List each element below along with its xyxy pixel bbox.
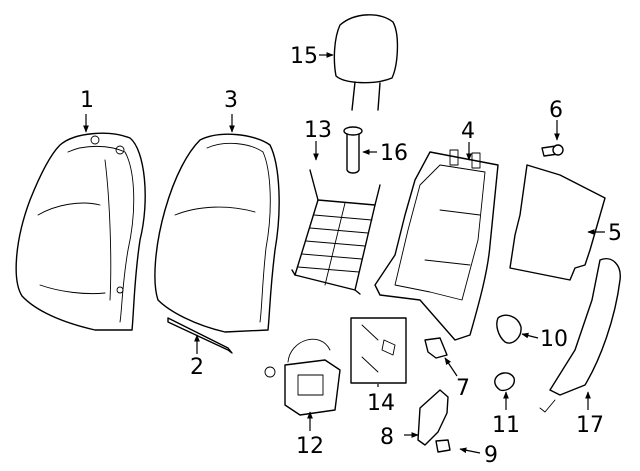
callout-12: 12 — [296, 434, 324, 459]
part-bolt-9[interactable] — [435, 439, 451, 453]
callout-labels: 1 2 3 4 5 6 7 8 9 10 11 12 13 14 15 16 1… — [80, 44, 622, 468]
part-side-trim[interactable] — [539, 258, 621, 413]
part-headrest[interactable] — [333, 14, 399, 111]
part-back-board[interactable] — [509, 164, 606, 281]
part-lumbar-support[interactable] — [291, 169, 381, 295]
callout-13: 13 — [304, 118, 332, 143]
callout-11: 11 — [492, 413, 520, 438]
part-seat-back-cover[interactable] — [15, 132, 146, 331]
part-back-panel[interactable] — [154, 133, 280, 333]
callout-5: 5 — [608, 221, 622, 246]
leader-lines — [83, 52, 605, 454]
callout-8: 8 — [380, 425, 394, 450]
part-bolt-6[interactable] — [541, 144, 564, 157]
callout-16: 16 — [380, 141, 408, 166]
part-seat-back-frame[interactable] — [374, 149, 499, 341]
callout-4: 4 — [461, 119, 475, 144]
part-side-cover-8[interactable] — [417, 389, 449, 446]
part-wire-rod[interactable] — [167, 317, 233, 354]
part-headrest-guide[interactable] — [343, 126, 363, 174]
part-spring-kit[interactable] — [350, 317, 407, 384]
part-adjuster-motor[interactable] — [264, 338, 341, 416]
part-clip-11[interactable] — [494, 372, 515, 392]
callout-6: 6 — [549, 98, 563, 123]
callout-10: 10 — [540, 327, 568, 352]
callout-15: 15 — [290, 44, 318, 69]
callout-14: 14 — [367, 391, 395, 416]
callout-1: 1 — [80, 88, 94, 113]
callout-9: 9 — [484, 443, 498, 468]
callout-17: 17 — [576, 413, 604, 438]
part-bracket-7[interactable] — [424, 337, 448, 359]
callout-2: 2 — [190, 355, 204, 380]
callout-7: 7 — [456, 376, 470, 401]
part-knob-10[interactable] — [496, 314, 522, 344]
callout-3: 3 — [224, 88, 238, 113]
